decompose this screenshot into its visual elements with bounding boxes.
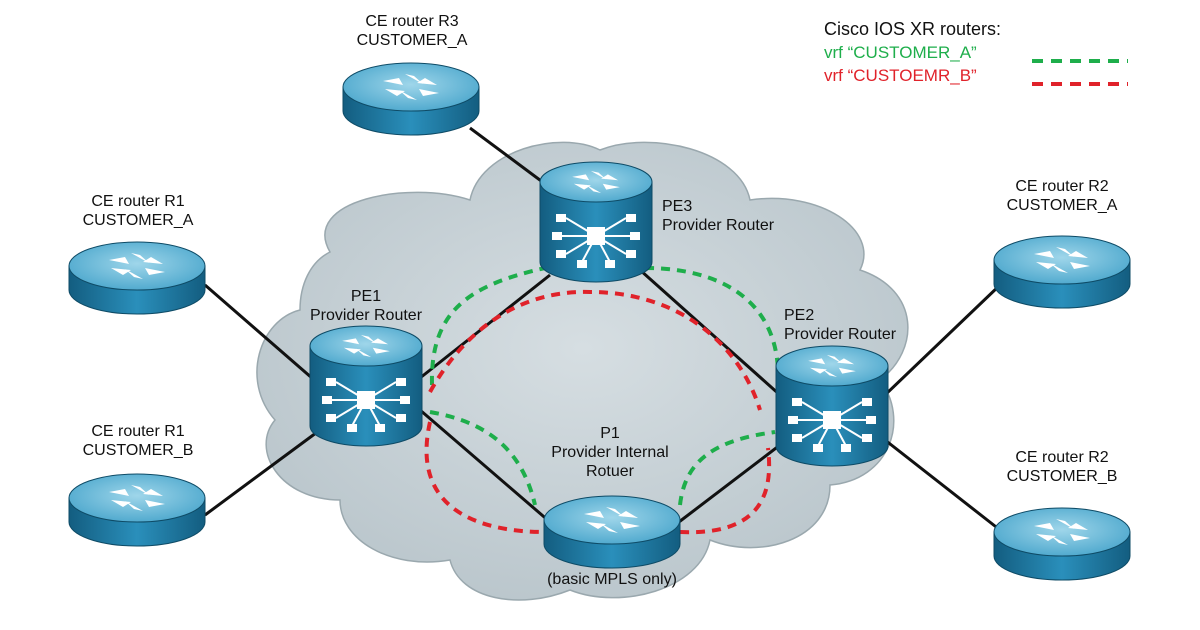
vrf-customer-b-paths	[424, 289, 772, 535]
legend-title: Cisco IOS XR routers:	[824, 19, 1002, 39]
router-ce-r3[interactable]	[343, 63, 479, 135]
label-pe3: PE3 Provider Router	[662, 198, 775, 234]
link-p1-pe2	[674, 443, 781, 527]
router-ce-r1-b[interactable]	[69, 474, 205, 546]
link-r1a-pe1	[204, 283, 321, 387]
link-pe1-p1	[419, 408, 551, 524]
vrf-customer-a-paths	[429, 266, 780, 506]
router-p1[interactable]	[544, 496, 680, 568]
link-pe2-r2b	[884, 438, 1001, 532]
label-pe2: PE2 Provider Router	[784, 307, 897, 343]
label-p1-note: (basic MPLS only)	[547, 571, 677, 588]
label-ce-r1-b: CE router R1 CUSTOMER_B	[82, 423, 194, 459]
legend: Cisco IOS XR routers: vrf “CUSTOMER_A” v…	[824, 19, 1001, 88]
link-r1b-pe1	[204, 428, 321, 517]
switch-router-pe2[interactable]	[776, 346, 888, 466]
label-pe1: PE1 Provider Router	[309, 288, 423, 324]
router-ce-r2-a[interactable]	[994, 236, 1130, 308]
legend-entry-customer-a: vrf “CUSTOMER_A”	[824, 43, 977, 62]
router-ce-r1-a[interactable]	[69, 242, 205, 314]
mpls-cloud	[256, 141, 909, 601]
legend-entry-customer-b: vrf “CUSTOEMR_B”	[824, 66, 977, 85]
label-p1: P1 Provider Internal Rotuer	[551, 425, 669, 480]
router-ce-r2-b[interactable]	[994, 508, 1130, 580]
label-ce-r1-a: CE router R1 CUSTOMER_A	[82, 193, 194, 229]
label-ce-r2-b: CE router R2 CUSTOMER_B	[1006, 449, 1118, 485]
label-ce-r2-a: CE router R2 CUSTOMER_A	[1006, 178, 1118, 214]
label-ce-r3: CE router R3 CUSTOMER_A	[356, 13, 468, 49]
switch-router-pe1[interactable]	[310, 326, 422, 446]
switch-router-pe3[interactable]	[540, 162, 652, 282]
link-pe2-r2a	[883, 283, 1002, 397]
